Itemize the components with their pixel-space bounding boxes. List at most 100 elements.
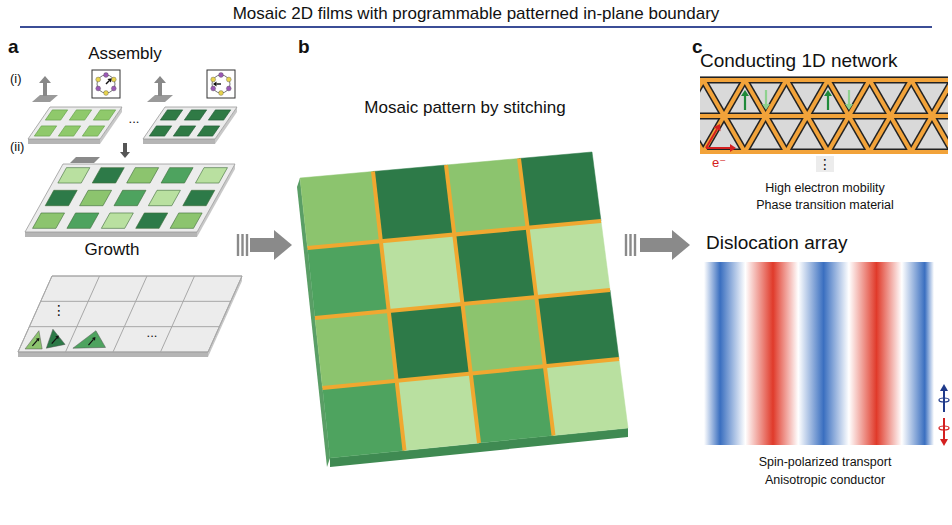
panel-letter: a (8, 36, 19, 58)
polarization-arrow-head (741, 90, 749, 96)
orientation-arrow-head (213, 82, 217, 87)
panel-text: Dislocation array (706, 232, 848, 254)
flake (45, 110, 67, 120)
process-arrow (640, 238, 672, 252)
grain-boundary (519, 159, 554, 436)
conducting-boundary (703, 80, 745, 152)
flake (136, 213, 168, 228)
mosaic-domain (323, 381, 405, 458)
orientation-arrow (217, 83, 222, 84)
orientation-arrow-head (36, 338, 39, 342)
orientation-arrow (52, 338, 57, 344)
flake (208, 110, 230, 120)
grid-line (113, 276, 147, 352)
flake (34, 126, 56, 136)
mosaic-domain (463, 297, 545, 374)
polarization-arrow-head (824, 90, 832, 96)
boundary-outline (700, 113, 948, 120)
panel-text: Assembly (88, 44, 162, 64)
electron-path (706, 147, 730, 149)
atom (226, 86, 231, 91)
process-arrow (250, 238, 274, 252)
spin-orbit (939, 398, 949, 402)
atom (111, 77, 116, 82)
flake (170, 213, 202, 228)
atom (211, 86, 216, 91)
orientation-arrow-head (107, 78, 111, 82)
annotation: e⁻ (712, 156, 726, 171)
arrow-bar (634, 234, 636, 256)
flake (197, 126, 219, 136)
atom (104, 73, 109, 78)
panel-text: Anisotropic conductor (765, 473, 885, 487)
mosaic-domain (471, 366, 554, 443)
spin-up-head (940, 384, 948, 391)
panel-text: Growth (85, 240, 140, 260)
mosaic-domain (454, 228, 536, 304)
conducting-boundary (870, 80, 912, 152)
spin-down-head (940, 439, 948, 446)
stamp (147, 95, 173, 102)
atom (104, 91, 109, 96)
polarization-arrow (744, 96, 746, 110)
conducting-boundary (828, 80, 870, 152)
panel-text: Spin-polarized transport (759, 455, 892, 469)
substrate-side (18, 352, 208, 357)
flake (160, 110, 182, 120)
flake (33, 213, 65, 228)
arrow-bar (629, 234, 631, 256)
flake (183, 190, 215, 205)
grain-boundary (323, 359, 620, 388)
substrate (18, 276, 242, 352)
lift-arrow (43, 83, 47, 96)
mosaic-domain (528, 221, 610, 297)
mosaic-domain (381, 235, 463, 312)
conducting-boundary (911, 80, 948, 152)
annotation: ... (147, 326, 158, 341)
flake (195, 168, 227, 183)
stamp (32, 95, 58, 102)
conducting-boundary (745, 80, 787, 152)
grid-line (52, 276, 242, 277)
conducting-boundary (700, 80, 703, 152)
title-rule (20, 26, 932, 28)
lift-arrow-head (39, 76, 51, 83)
flake (114, 190, 146, 205)
mosaic-domain (389, 304, 471, 381)
orientation-arrow (106, 81, 109, 84)
polarization-arrow-head (845, 104, 853, 110)
mosaic-domain (308, 241, 389, 318)
substrate-side (25, 232, 197, 237)
substrate (143, 107, 237, 139)
mosaic-domain (536, 290, 619, 366)
spin-down (943, 418, 945, 439)
atom (96, 86, 101, 91)
mosaic-domain (545, 359, 628, 436)
mosaic-domain (373, 165, 454, 241)
polarization-arrow (765, 90, 767, 104)
flake (82, 126, 104, 136)
flake (45, 190, 77, 205)
flake (69, 110, 91, 120)
network (700, 80, 948, 152)
flake (148, 190, 180, 205)
mosaic-domain (300, 172, 381, 249)
flake (92, 168, 124, 183)
annotation: ⋮ (50, 302, 68, 318)
polarization-arrow (848, 90, 850, 104)
grid-line (29, 326, 219, 327)
panel: bMosaic pattern by stitching (292, 32, 640, 477)
annotation: ⋮ (816, 156, 834, 172)
flake (173, 126, 195, 136)
orientation-arrow-head (55, 336, 58, 340)
conducting-boundary (911, 80, 948, 152)
panel: cConducting 1D networkHigh electron mobi… (690, 32, 952, 494)
arrow-bar (241, 234, 243, 256)
panel-text: High electron mobility (765, 181, 885, 195)
grain-boundary (315, 290, 610, 318)
conducting-boundary (745, 80, 787, 152)
panel-text: Phase transition material (756, 198, 894, 212)
grown-domain (46, 329, 65, 348)
grid-line (208, 276, 242, 352)
